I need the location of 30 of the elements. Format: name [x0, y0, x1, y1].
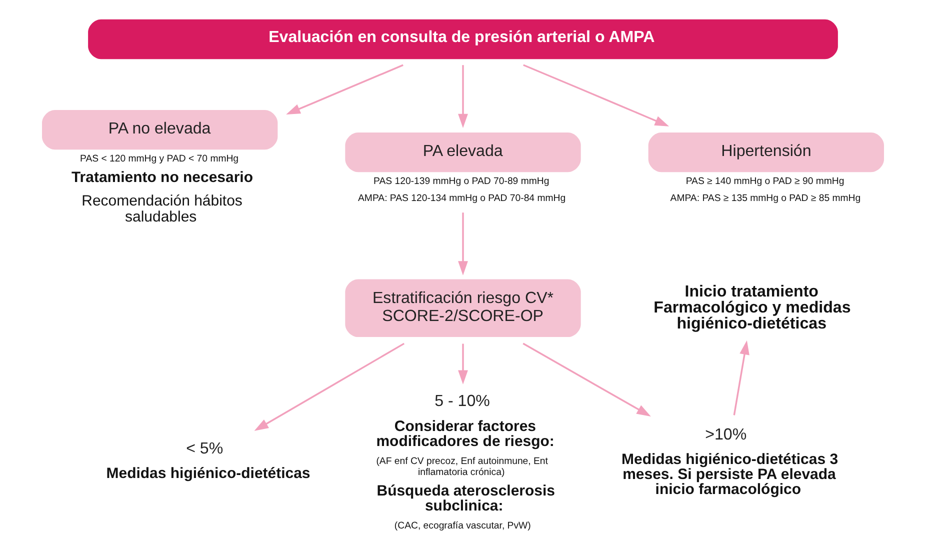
node-box: PA elevada	[345, 132, 581, 172]
node-label: AMPA: PAS 120-134 mmHg o PAD 70-84 mmHg	[358, 193, 566, 204]
node-label: (AF enf CV precoz, Enf autoinmune, Ent inflamatoria crónica)	[376, 456, 548, 478]
node-label: Recomendación hábitos saludables	[82, 192, 242, 226]
arrow	[254, 342, 405, 431]
arrow	[458, 344, 468, 384]
arrow	[523, 64, 670, 126]
node-text: Inicio tratamiento Farmacológico y medidas higiénico-dietéticas	[654, 282, 851, 332]
arrow	[733, 340, 750, 416]
node-box: PA no elevada	[42, 110, 278, 150]
node-label: Considerar factores modificadores de riesgo:	[376, 418, 554, 450]
node-label: Medidas higiénico-dietéticas	[106, 465, 310, 482]
node-label: PAS ≥ 140 mmHg o PAD ≥ 90 mmHg	[686, 176, 844, 188]
node-box: Hipertensión	[648, 132, 884, 172]
node-box: Estratificación riesgo CV* SCORE-2/SCORE-OP	[345, 279, 581, 338]
node-text: < 5%	[186, 439, 224, 458]
arrow	[458, 212, 468, 276]
node-label: AMPA: PAS ≥ 135 mmHg o PAD ≥ 85 mmHg	[670, 193, 861, 204]
node-label: Medidas higiénico-dietéticas 3 meses. Si persiste PA elevada inicio farmacológico	[622, 451, 838, 498]
node-text: >10%	[705, 425, 747, 444]
node-label: Búsqueda aterosclerosis subclinica:	[376, 482, 555, 514]
arrow	[286, 64, 404, 114]
node-label: Tratamiento no necesario	[71, 168, 254, 186]
node-label: PAS < 120 mmHg y PAD < 70 mmHg	[80, 154, 239, 165]
node-label: (CAC, ecografía vascutar, PvW)	[394, 520, 531, 532]
arrow	[458, 65, 468, 128]
node-box: Evaluación en consulta de presión arterial o AMPA	[88, 19, 838, 60]
node-text: 5 - 10%	[434, 392, 490, 410]
arrow	[522, 342, 651, 417]
node-label: PAS 120-139 mmHg o PAD 70-89 mmHg	[374, 176, 550, 188]
